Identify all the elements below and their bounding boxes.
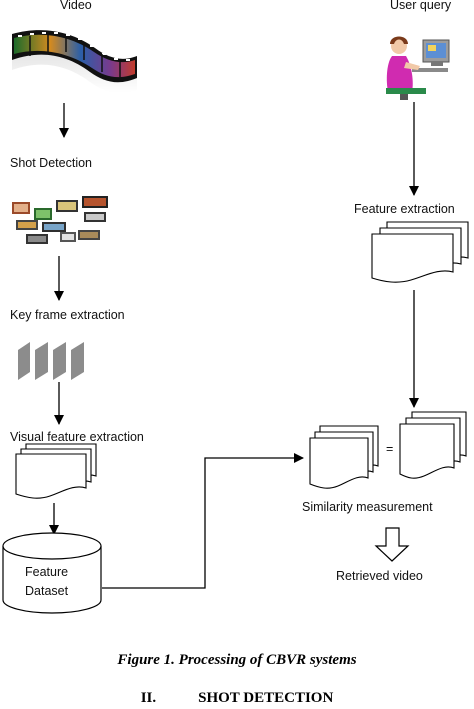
feature-extraction-label: Feature extraction xyxy=(354,202,455,216)
dataset-label-line1: Feature xyxy=(25,565,69,579)
section-number: II. xyxy=(140,690,157,706)
connector-arrows xyxy=(49,102,419,589)
film-strip-icon xyxy=(12,30,137,93)
user-at-computer-icon xyxy=(386,36,450,100)
equals-sign: = xyxy=(386,442,394,456)
section-heading: II. SHOT DETECTION xyxy=(0,690,474,707)
document-stack-icon xyxy=(399,411,467,479)
document-stack-icon xyxy=(309,425,379,489)
visual-feature-extraction-label: Visual feature extraction xyxy=(10,430,144,444)
shot-detection-label: Shot Detection xyxy=(10,156,92,170)
user-query-label: User query xyxy=(390,0,452,12)
video-label: Video xyxy=(60,0,92,12)
document-stack-icon xyxy=(371,221,469,283)
retrieved-video-label: Retrieved video xyxy=(336,569,423,583)
dataset-label-line2: Dataset xyxy=(25,584,69,598)
similarity-measurement-label: Similarity measurement xyxy=(302,500,433,514)
film-clips-icon xyxy=(12,196,108,244)
hollow-down-arrow xyxy=(374,527,410,562)
key-frame-extraction-label: Key frame extraction xyxy=(10,308,125,322)
section-title: SHOT DETECTION xyxy=(198,690,334,706)
figure-caption: Figure 1. Processing of CBVR systems xyxy=(117,652,357,668)
database-cylinder-icon xyxy=(2,532,102,614)
document-stack-icon xyxy=(15,443,97,499)
key-frames-icon xyxy=(18,342,84,380)
